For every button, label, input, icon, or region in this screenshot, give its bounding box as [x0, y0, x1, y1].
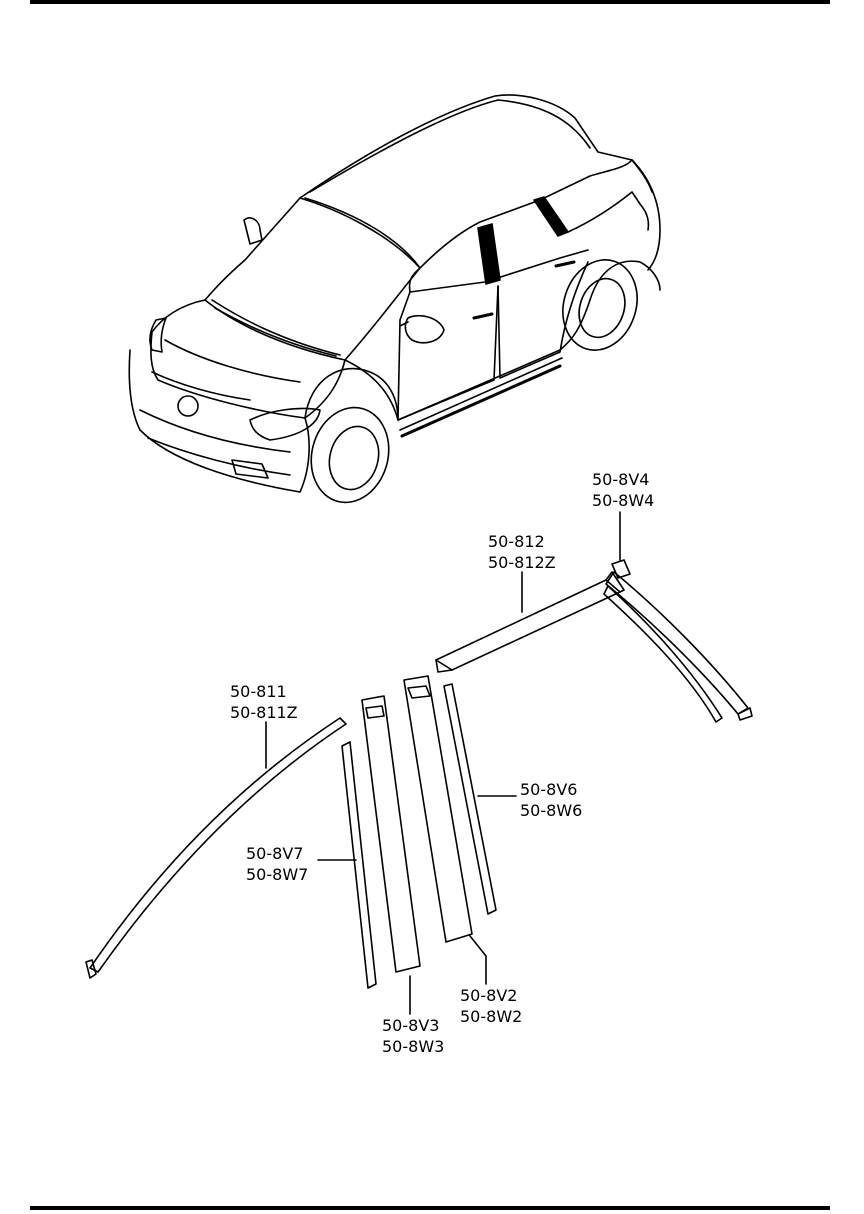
callout-50-812-line1: 50-812: [488, 532, 545, 551]
callout-50-8v2-line2: 50-8W2: [460, 1007, 523, 1026]
leader-lines: [265, 511, 621, 1015]
part-50-812-frame-molding: [435, 571, 625, 673]
callout-50-8v7: 50-8V7 50-8W7: [246, 843, 308, 885]
callout-50-811-line1: 50-811: [230, 682, 287, 701]
callout-50-812-line2: 50-812Z: [488, 553, 556, 572]
callout-50-812: 50-812 50-812Z: [488, 531, 556, 573]
top-border-rule: [30, 0, 830, 4]
part-50-8v2-strip: [403, 675, 473, 943]
callout-50-8v3: 50-8V3 50-8W3: [382, 1015, 444, 1057]
part-50-8v4-rear-molding: [603, 559, 753, 723]
callout-50-8v6-line1: 50-8V6: [520, 780, 578, 799]
part-50-8v3-strip: [361, 695, 421, 973]
callout-50-8v6: 50-8V6 50-8W6: [520, 779, 582, 821]
callout-50-8v4-line1: 50-8V4: [592, 470, 650, 489]
callout-50-8v2-line1: 50-8V2: [460, 986, 518, 1005]
callout-50-8v3-line1: 50-8V3: [382, 1016, 440, 1035]
bottom-border-rule: [30, 1206, 830, 1210]
part-50-8v6-strip: [443, 683, 497, 915]
callout-50-811: 50-811 50-811Z: [230, 681, 298, 723]
callout-50-8v3-line2: 50-8W3: [382, 1037, 445, 1056]
callout-50-811-line2: 50-811Z: [230, 703, 298, 722]
callout-50-8v7-line1: 50-8V7: [246, 844, 304, 863]
callout-50-8v4: 50-8V4 50-8W4: [592, 469, 654, 511]
callout-50-8v2: 50-8V2 50-8W2: [460, 985, 522, 1027]
part-50-8v7-strip: [341, 741, 377, 989]
part-50-811-roof-molding: [85, 717, 347, 979]
vehicle-illustration: [128, 94, 661, 504]
callout-50-8v7-line2: 50-8W7: [246, 865, 309, 884]
callout-50-8v4-line2: 50-8W4: [592, 491, 655, 510]
callout-50-8v6-line2: 50-8W6: [520, 801, 583, 820]
